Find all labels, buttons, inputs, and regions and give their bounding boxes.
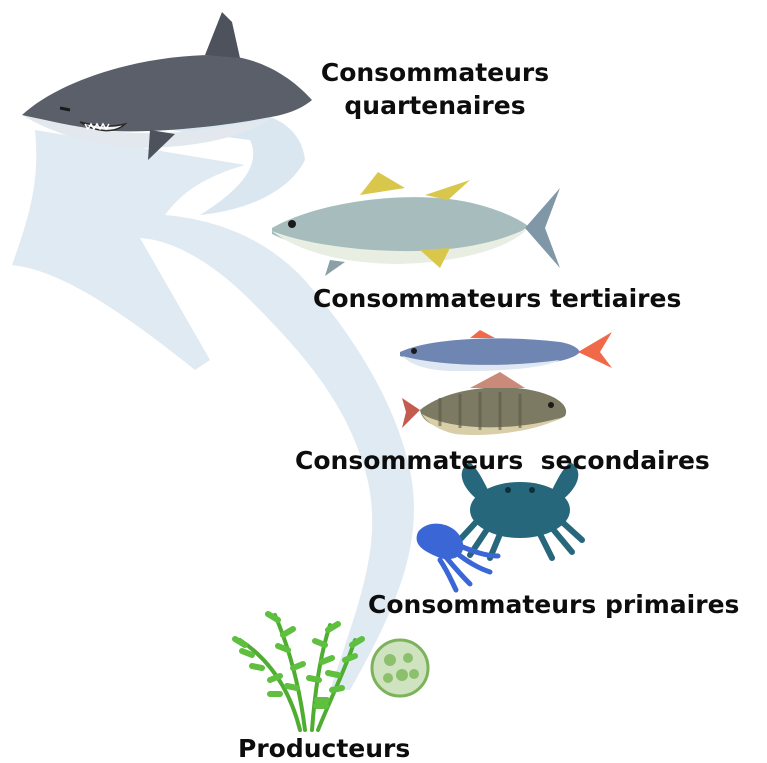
tuna-icon bbox=[272, 172, 560, 276]
algae-icon bbox=[235, 614, 362, 730]
sardine-icon bbox=[400, 330, 612, 371]
label-consommateurs-tertiaires: Consommateurs tertiaires bbox=[313, 282, 681, 315]
label-consommateurs-secondaires: Consommateurs secondaires bbox=[295, 444, 710, 477]
energy-flow-arrow bbox=[12, 111, 414, 690]
perch-icon bbox=[402, 372, 566, 435]
label-consommateurs-primaires: Consommateurs primaires bbox=[368, 588, 739, 621]
phytoplankton-icon bbox=[372, 640, 428, 696]
label-producteurs: Producteurs bbox=[238, 732, 410, 763]
label-consommateurs-quartenaires: Consommateurs quartenaires bbox=[300, 56, 570, 122]
